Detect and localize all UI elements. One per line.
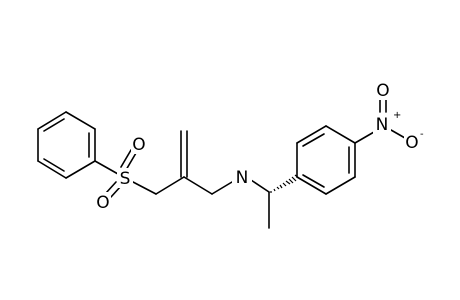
ring-bond xyxy=(325,176,356,195)
chain-bond xyxy=(211,181,233,195)
wedge-hash xyxy=(279,184,283,189)
amine-chiral-bond xyxy=(250,179,270,193)
ring-inner-bond xyxy=(43,158,65,172)
wedge-hash xyxy=(282,182,287,187)
ring-bond xyxy=(296,125,327,144)
nitro-nitrogen-label: N xyxy=(376,115,389,135)
s-o-double-bond xyxy=(120,149,132,168)
wedge-hash xyxy=(273,188,276,192)
wedge-hash xyxy=(285,180,291,185)
amine-nitrogen-label: N xyxy=(236,168,249,188)
ring-bond xyxy=(325,125,356,144)
ring-bond xyxy=(65,160,96,179)
nitro-oxygen-charge: - xyxy=(420,129,424,140)
ring-inner-bond xyxy=(302,174,325,188)
nitro-single-bond xyxy=(390,129,406,139)
sulfonyl-group xyxy=(105,149,137,198)
sulfur-label: S xyxy=(120,169,131,189)
chain-bond xyxy=(183,176,213,195)
ring-nitro-bond xyxy=(354,131,375,144)
ring-inner-bond xyxy=(302,133,325,147)
hashed-wedge-bond xyxy=(270,174,301,193)
nitrophenyl-ring xyxy=(296,125,356,195)
wedge-hash xyxy=(288,178,294,184)
nitro-nitrogen-charge: + xyxy=(393,110,401,121)
chain-bond xyxy=(155,176,185,195)
wedge-hash xyxy=(276,186,280,190)
ring-bond xyxy=(296,176,327,195)
ring-bond xyxy=(65,111,96,130)
ring-inner-bond xyxy=(43,118,65,132)
sulfonyl-oxygen-bottom-label: O xyxy=(96,193,109,213)
sulfonyl-oxygen-top-label: O xyxy=(132,135,145,155)
wedge-hash xyxy=(291,176,297,182)
chain-bond xyxy=(132,181,157,195)
phenyl-sulfur-bond xyxy=(94,160,119,175)
nitro-oxygen-double-label: O xyxy=(376,81,389,101)
ring-bond xyxy=(37,111,67,130)
ring-bond xyxy=(37,160,67,179)
nitro-oxygen-single-label: O xyxy=(405,133,418,153)
s-o-double-bond xyxy=(105,181,117,194)
phenyl-ring xyxy=(37,111,96,179)
s-o-double-bond xyxy=(125,152,137,171)
atom-labels: S O O N N + O O - xyxy=(95,80,424,213)
